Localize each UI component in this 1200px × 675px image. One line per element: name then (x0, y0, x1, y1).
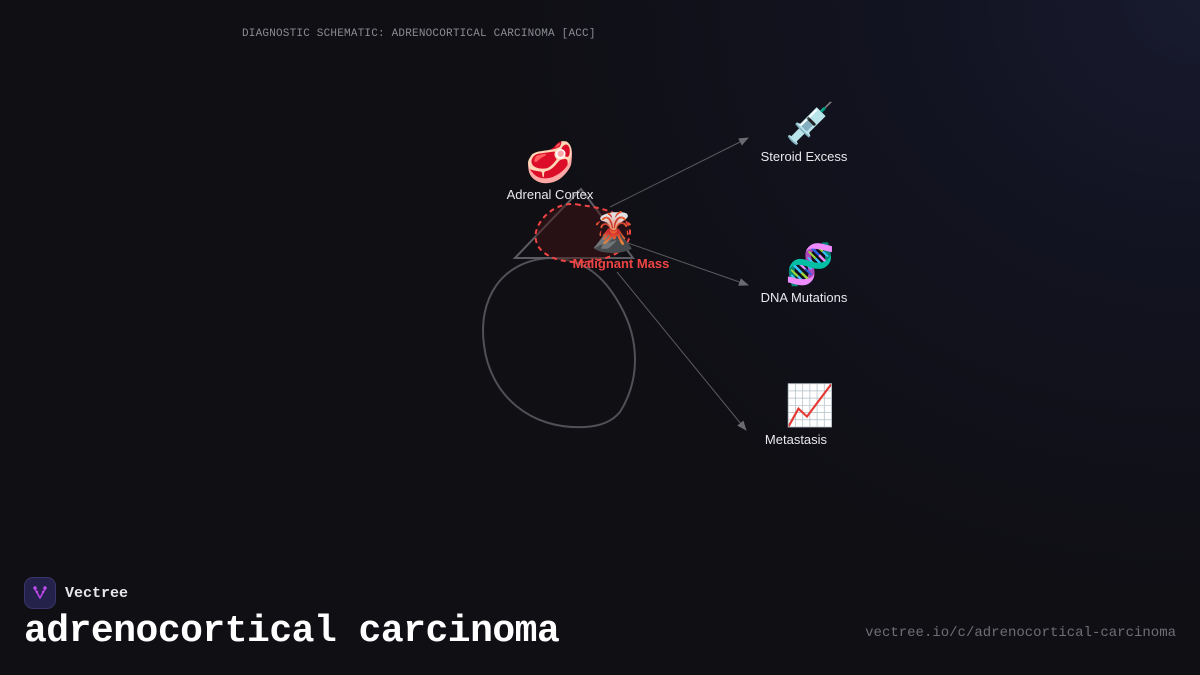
brand: Vectree (24, 577, 128, 609)
node-label: Metastasis (764, 432, 828, 447)
schematic-title: DIAGNOSTIC SCHEMATIC: ADRENOCORTICAL CAR… (242, 28, 596, 40)
adrenal-gland-triangle (512, 187, 636, 259)
node-label: Malignant Mass (572, 256, 670, 271)
arrow-to-dna-mutations (624, 241, 749, 286)
arrow-to-steroid-excess (609, 137, 749, 208)
node-label: Adrenal Cortex (506, 187, 594, 202)
node-label: DNA Mutations (760, 290, 848, 305)
meat-icon: 🥩 (525, 141, 575, 185)
page-url[interactable]: vectree.io/c/adrenocortical-carcinoma (865, 625, 1176, 641)
node-label: Steroid Excess (760, 149, 848, 164)
malignant-mass-outline (534, 203, 632, 264)
brand-name: Vectree (65, 584, 129, 602)
node-malignant-mass[interactable]: 🌋 Malignant Mass (568, 212, 674, 271)
kidney-outline (482, 256, 636, 429)
page-title: adrenocortical carcinoma (24, 610, 560, 653)
node-dna-mutations[interactable]: 🧬 DNA Mutations (754, 243, 854, 305)
node-adrenal-cortex[interactable]: 🥩 Adrenal Cortex (500, 141, 600, 202)
arrow-to-metastasis (616, 271, 747, 431)
syringe-icon: 💉 (785, 102, 835, 146)
node-metastasis[interactable]: 📈 Metastasis (746, 384, 846, 447)
vectree-logo-icon (24, 577, 56, 609)
chart-increasing-icon: 📈 (785, 384, 835, 428)
dna-icon: 🧬 (785, 243, 835, 287)
node-steroid-excess[interactable]: 💉 Steroid Excess (754, 102, 854, 164)
volcano-icon: 🌋 (589, 212, 637, 254)
